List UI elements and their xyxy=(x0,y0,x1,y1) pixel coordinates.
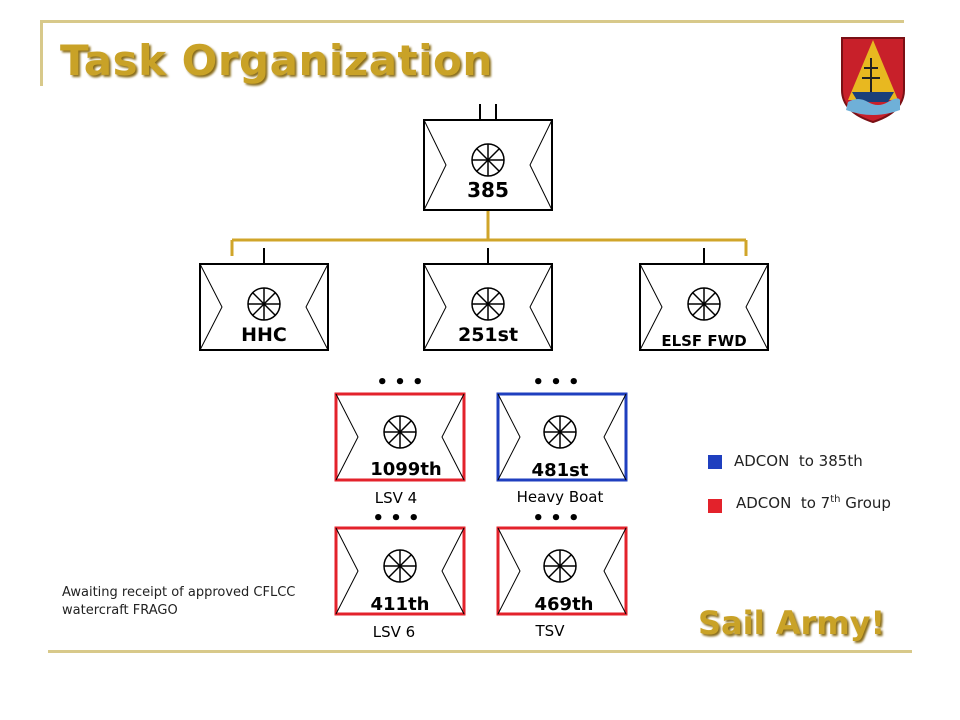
legend-label: ADCON xyxy=(736,494,792,512)
slogan: Sail Army! xyxy=(698,604,886,642)
echelon-marker: • • • xyxy=(532,508,579,529)
legend-label: ADCON xyxy=(734,452,790,470)
ship-wheel-icon xyxy=(687,287,721,321)
unit-469th[interactable]: • • • 469th TSV xyxy=(496,508,628,640)
unit-label-251st: 251st xyxy=(458,324,518,346)
unit-1099th[interactable]: • • • 1099th LSV 4 xyxy=(334,372,466,507)
legend-swatch-blue xyxy=(708,455,722,469)
unit-label-469th: 469th xyxy=(535,594,594,615)
unit-251st[interactable]: 251st xyxy=(423,248,553,351)
echelon-marker: • • • xyxy=(532,372,579,393)
frame-bottom-rule xyxy=(48,650,912,653)
legend-item-adcon-385: ADCON to 385th xyxy=(734,452,863,470)
legend-target: to 385th xyxy=(798,452,863,470)
legend-suffix: Group xyxy=(840,494,891,512)
legend-item-adcon-7th: ADCON to 7th Group xyxy=(736,494,891,512)
echelon-marker: • • • xyxy=(372,508,419,529)
echelon-marker: • • • xyxy=(376,372,423,393)
ship-wheel-icon xyxy=(383,549,417,583)
legend-sup: th xyxy=(830,494,841,505)
ship-wheel-icon xyxy=(543,415,577,449)
unit-label-1099th: 1099th xyxy=(370,459,442,480)
frame-top-rule xyxy=(40,20,904,23)
unit-elsf-fwd[interactable]: ELSF FWD xyxy=(639,248,769,351)
ship-wheel-icon xyxy=(471,287,505,321)
ship-crest-icon xyxy=(841,37,905,124)
ship-wheel-icon xyxy=(383,415,417,449)
unit-label-385: 385 xyxy=(467,178,509,202)
unit-label-elsf-fwd: ELSF FWD xyxy=(661,332,746,350)
unit-label-481st: 481st xyxy=(532,460,589,481)
ship-wheel-icon xyxy=(247,287,281,321)
unit-411th[interactable]: • • • 411th LSV 6 xyxy=(334,508,466,641)
unit-label-411th: 411th xyxy=(371,594,430,615)
connector-lines xyxy=(230,210,748,256)
ship-wheel-icon xyxy=(471,143,505,177)
unit-sub-411th: LSV 6 xyxy=(373,623,415,641)
legend-swatch-red xyxy=(708,499,722,513)
unit-sub-481st: Heavy Boat xyxy=(517,488,604,506)
page-title: Task Organization xyxy=(60,36,493,85)
unit-hhc[interactable]: HHC xyxy=(199,248,329,351)
unit-481st[interactable]: • • • 481st Heavy Boat xyxy=(496,372,628,506)
legend-target: to 7 xyxy=(800,494,831,512)
frago-note: Awaiting receipt of approved CFLCC water… xyxy=(62,585,296,618)
frame-left-rule xyxy=(40,20,43,86)
unit-label-hhc: HHC xyxy=(241,324,287,346)
ship-wheel-icon xyxy=(543,549,577,583)
unit-sub-1099th: LSV 4 xyxy=(375,489,417,507)
unit-385[interactable]: 385 xyxy=(423,104,553,211)
unit-sub-469th: TSV xyxy=(535,622,566,640)
